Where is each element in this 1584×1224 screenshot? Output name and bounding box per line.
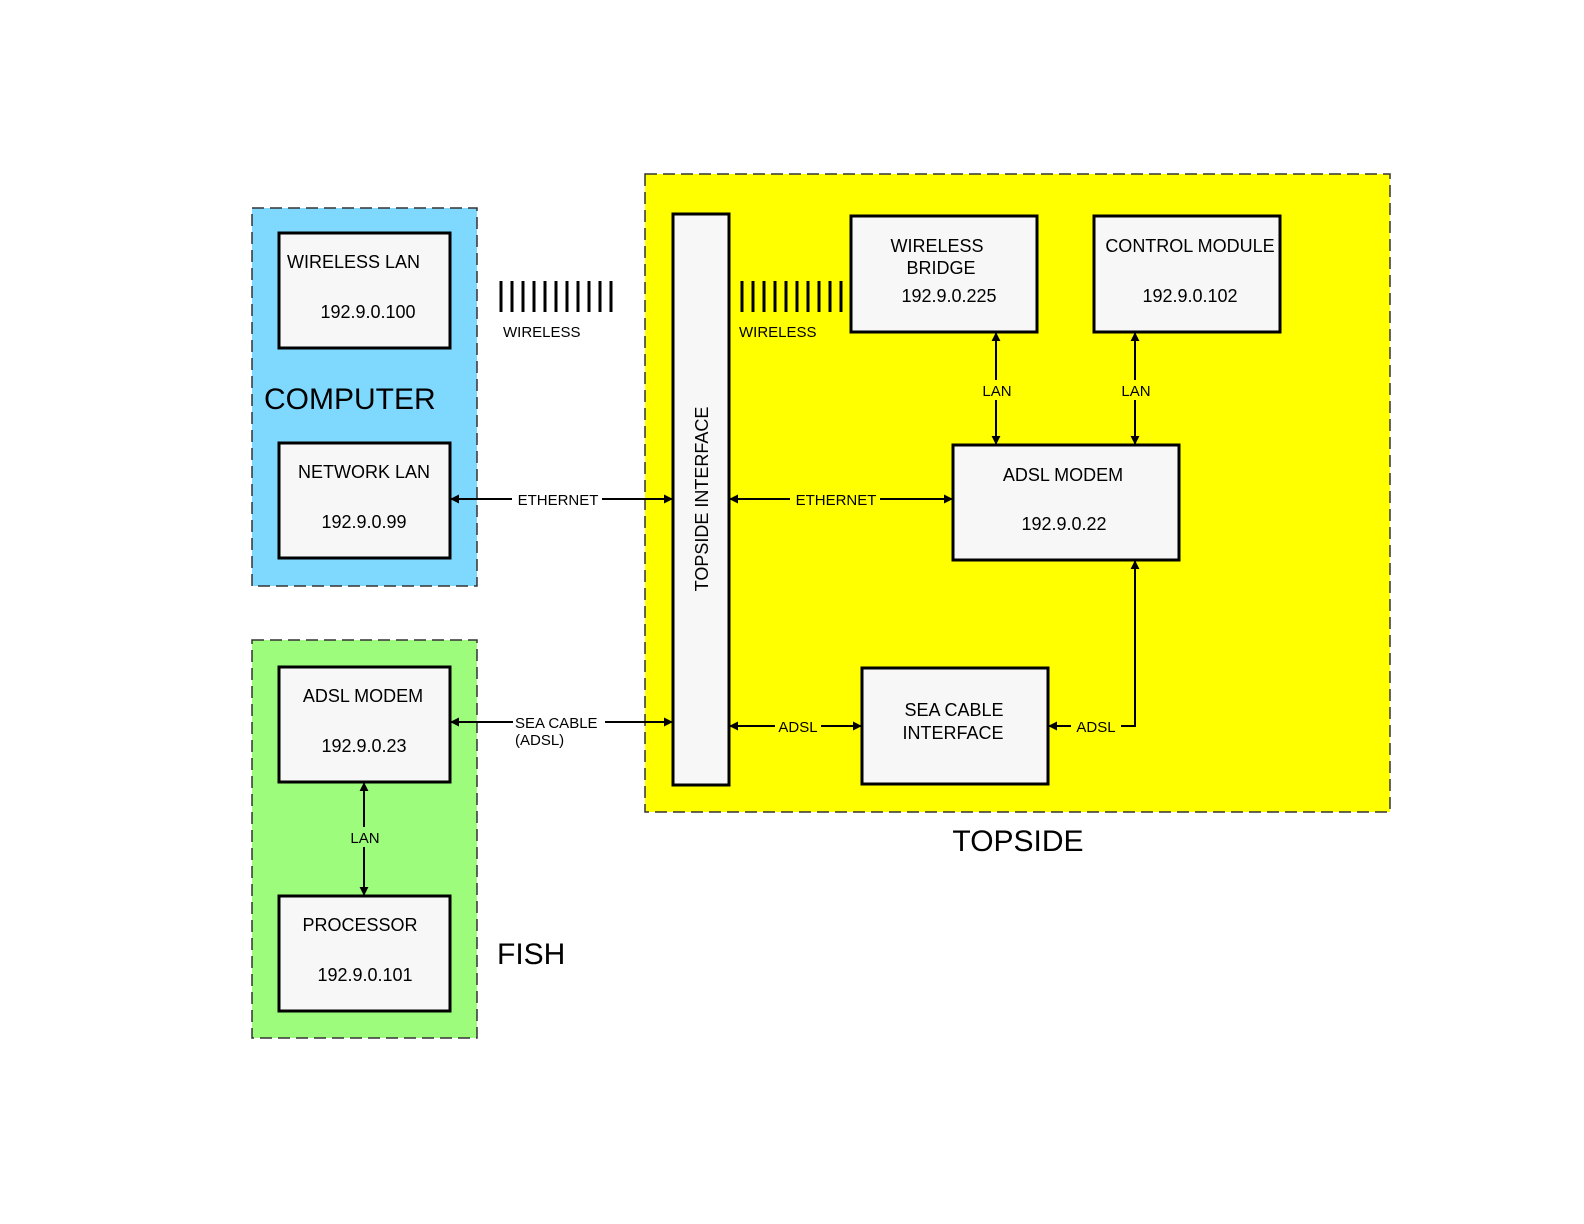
control-module-ip: 192.9.0.102 <box>1142 286 1237 306</box>
lan-fish-label-bg <box>343 827 385 847</box>
control-module-title: CONTROL MODULE <box>1105 236 1274 256</box>
computer-group-title: COMPUTER <box>264 383 436 416</box>
wireless-bridge-title-line1: WIRELESS <box>890 236 983 256</box>
wireless-label-right: WIRELESS <box>739 324 817 341</box>
wireless-signal-right <box>740 281 843 312</box>
control-module-box: CONTROL MODULE 192.9.0.102 <box>1092 214 1282 334</box>
sea-cable-label-bg <box>513 713 605 731</box>
network-lan-box: NETWORK LAN 192.9.0.99 <box>277 441 452 560</box>
processor-ip: 192.9.0.101 <box>317 965 412 985</box>
adsl-left-label: ADSL <box>778 719 817 736</box>
fish-group-title: FISH <box>497 938 565 971</box>
topside-interface-box: TOPSIDE INTERFACE <box>671 212 731 787</box>
lan-control-label-bg <box>1114 380 1156 400</box>
ethernet-left-label-bg <box>512 490 602 508</box>
sea-cable-interface-title-line2: INTERFACE <box>902 723 1003 743</box>
processor-box: PROCESSOR 192.9.0.101 <box>277 894 452 1013</box>
wireless-signal-left <box>499 281 613 312</box>
topside-adsl-modem-ip: 192.9.0.22 <box>1021 514 1106 534</box>
network-lan-ip: 192.9.0.99 <box>321 512 406 532</box>
topside-adsl-modem-box: ADSL MODEM 192.9.0.22 <box>951 443 1181 562</box>
lan-fish-label: LAN <box>350 830 379 847</box>
lan-bridge-label: LAN <box>982 383 1011 400</box>
ethernet-left-label: ETHERNET <box>518 492 599 509</box>
adsl-right-label-bg <box>1071 717 1121 735</box>
sea-cable-label-line1: SEA CABLE <box>515 715 598 732</box>
topside-group-title: TOPSIDE <box>952 825 1083 858</box>
wireless-lan-box: WIRELESS LAN 192.9.0.100 <box>277 231 452 350</box>
wireless-lan-title: WIRELESS LAN <box>287 252 420 272</box>
fish-adsl-modem-title: ADSL MODEM <box>303 686 423 706</box>
topside-interface-title: TOPSIDE INTERFACE <box>692 407 712 592</box>
sea-cable-label-line2: (ADSL) <box>515 732 564 749</box>
sea-cable-interface-box: SEA CABLE INTERFACE <box>860 666 1050 786</box>
network-lan-title: NETWORK LAN <box>298 462 430 482</box>
ethernet-right-label-bg <box>790 490 880 508</box>
adsl-right-label: ADSL <box>1076 719 1115 736</box>
lan-control-label: LAN <box>1121 383 1150 400</box>
wireless-bridge-ip: 192.9.0.225 <box>901 286 996 306</box>
topside-adsl-modem-title: ADSL MODEM <box>1003 465 1123 485</box>
wireless-bridge-title-line2: BRIDGE <box>906 258 975 278</box>
wireless-lan-ip: 192.9.0.100 <box>320 302 415 322</box>
wireless-label-left: WIRELESS <box>503 324 581 341</box>
adsl-left-label-bg <box>775 717 821 735</box>
fish-adsl-modem-ip: 192.9.0.23 <box>321 736 406 756</box>
lan-bridge-label-bg <box>975 380 1017 400</box>
processor-title: PROCESSOR <box>302 915 417 935</box>
ethernet-right-label: ETHERNET <box>796 492 877 509</box>
wireless-bridge-box: WIRELESS BRIDGE 192.9.0.225 <box>849 214 1039 334</box>
fish-adsl-modem-box: ADSL MODEM 192.9.0.23 <box>277 665 452 784</box>
sea-cable-interface-title-line1: SEA CABLE <box>904 700 1003 720</box>
